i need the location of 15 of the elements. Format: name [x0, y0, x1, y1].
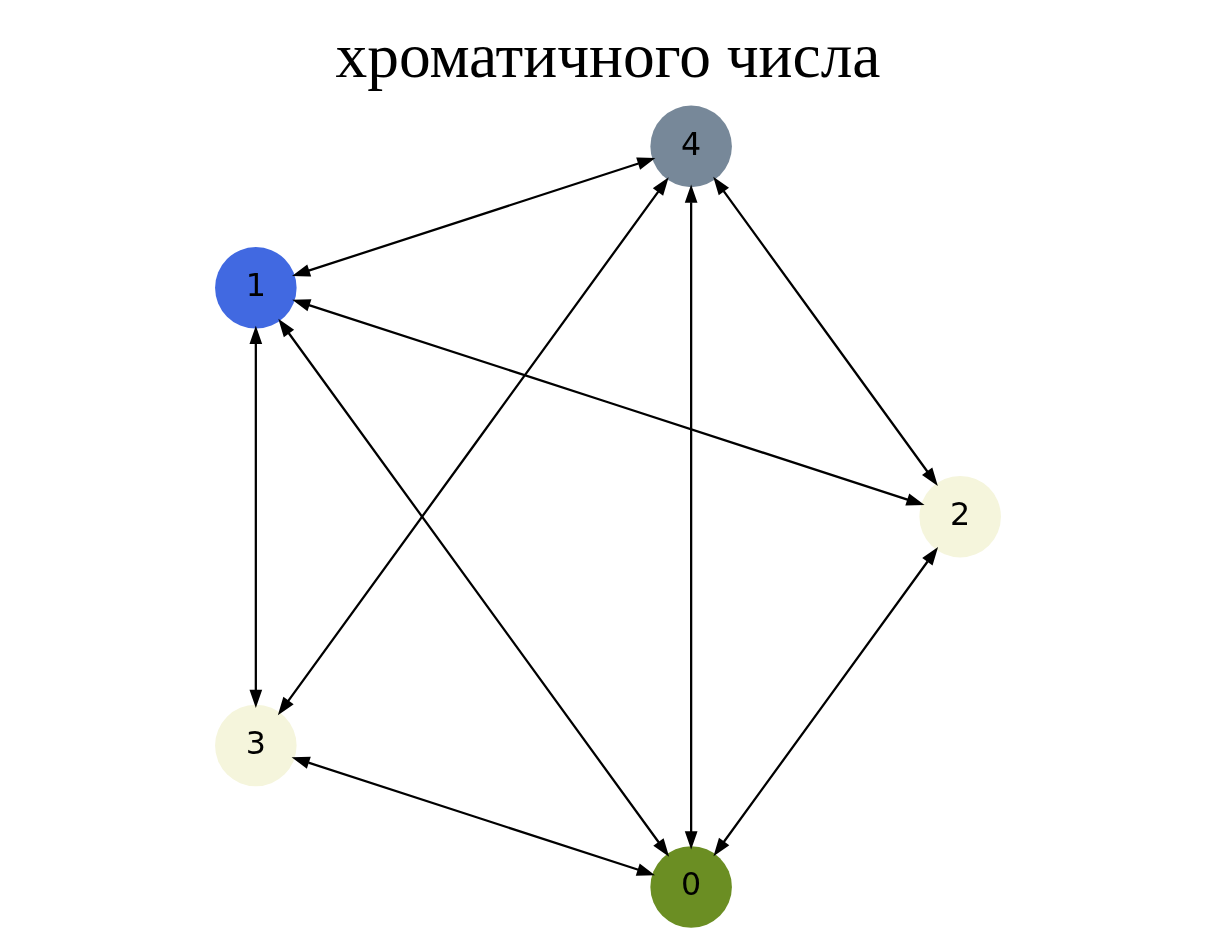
arrow — [291, 756, 655, 876]
node-circle: 3 — [215, 704, 297, 787]
node-circle: 2 — [919, 475, 1001, 558]
node-circle: 4 — [650, 105, 732, 188]
arrow — [684, 184, 698, 850]
arrow — [278, 318, 670, 857]
arrow — [292, 299, 925, 506]
arrow — [249, 325, 263, 708]
arrow — [713, 176, 938, 486]
node-circle: 1 — [215, 247, 297, 329]
arrow — [291, 157, 656, 277]
diagram-title: хроматичного числа — [335, 20, 881, 92]
node-circle: 0 — [650, 846, 732, 928]
arrow — [713, 547, 939, 857]
arrow — [277, 177, 669, 716]
